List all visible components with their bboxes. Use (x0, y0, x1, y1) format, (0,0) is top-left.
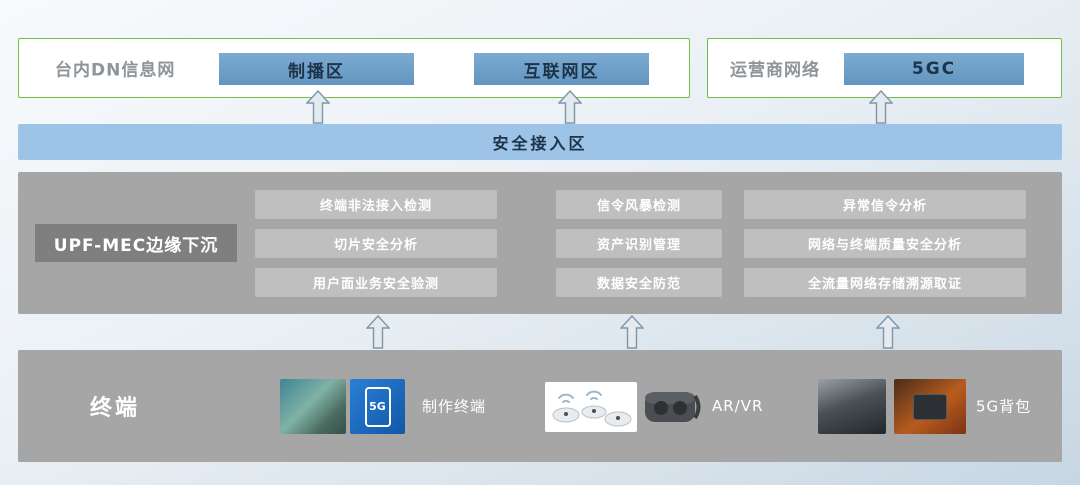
mec-item-terminal-illegal-access-detection: 终端非法接入检测 (255, 190, 497, 219)
5g-backpack-label: 5G背包 (976, 397, 1032, 416)
up-arrow-from-production-terminals (366, 315, 390, 349)
production-studio-photo (280, 379, 346, 434)
up-arrow-from-arvr (620, 315, 644, 349)
operator-network-label: 运营商网络 (730, 60, 820, 81)
mec-item-asset-identification-management: 资产识别管理 (556, 229, 722, 258)
internal-dn-network-label: 台内DN信息网 (55, 60, 176, 81)
upf-mec-label: UPF-MEC边缘下沉 (35, 224, 237, 262)
mec-item-full-traffic-storage-traceability: 全流量网络存储溯源取证 (744, 268, 1026, 297)
up-arrow-to-5gc (869, 90, 893, 124)
backpack-device-shape (913, 393, 947, 420)
zone-5gc: 5GC (844, 53, 1024, 85)
internal-dn-network-box: 台内DN信息网 制播区 互联网区 (18, 38, 690, 98)
terminal-panel: 终端 5G 制作终端 (18, 350, 1062, 462)
backpack-photo-1 (818, 379, 886, 434)
phone-5g-badge: 5G (364, 386, 391, 427)
up-arrow-from-5g-backpack (876, 315, 900, 349)
operator-network-box: 运营商网络 5GC (707, 38, 1062, 98)
production-terminal-label: 制作终端 (422, 397, 487, 416)
zone-internet: 互联网区 (474, 53, 649, 85)
wifi-devices-photo (545, 382, 637, 432)
security-access-zone-band: 安全接入区 (18, 124, 1062, 160)
up-arrow-to-production-zone (306, 90, 330, 124)
mec-item-data-security-protection: 数据安全防范 (556, 268, 722, 297)
mec-item-abnormal-signaling-analysis: 异常信令分析 (744, 190, 1026, 219)
vr-headset-icon (642, 380, 702, 432)
wifi-pucks-icon (552, 390, 632, 427)
mec-item-slice-security-analysis: 切片安全分析 (255, 229, 497, 258)
mec-item-network-terminal-quality-security-analysis: 网络与终端质量安全分析 (744, 229, 1026, 258)
upf-mec-panel: UPF-MEC边缘下沉 终端非法接入检测 切片安全分析 用户面业务安全验测 信令… (18, 172, 1062, 314)
mec-item-user-plane-service-security-test: 用户面业务安全验测 (255, 268, 497, 297)
mec-item-signaling-storm-detection: 信令风暴检测 (556, 190, 722, 219)
up-arrow-to-internet-zone (558, 90, 582, 124)
arvr-label: AR/VR (712, 397, 764, 415)
5g-phone-photo: 5G (350, 379, 405, 434)
terminal-title: 终端 (90, 396, 141, 421)
zone-production-broadcast: 制播区 (219, 53, 414, 85)
backpack-photo-2 (894, 379, 966, 434)
